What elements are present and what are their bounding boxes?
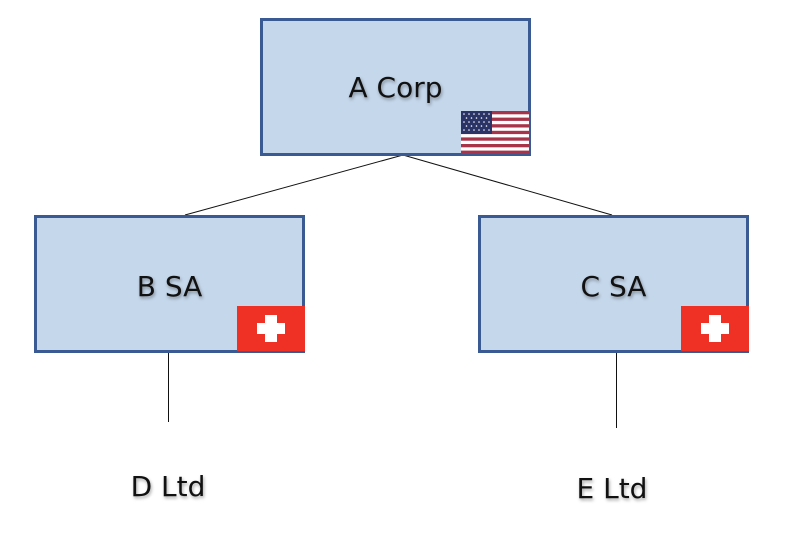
node-label: A Corp — [348, 71, 443, 104]
node-d-ltd[interactable]: D Ltd — [130, 470, 206, 503]
node-c-sa[interactable]: C SA — [478, 215, 749, 353]
swiss-flag-icon — [681, 306, 749, 351]
swiss-flag-icon — [237, 306, 305, 351]
edge-a-b — [184, 154, 404, 216]
node-b-sa[interactable]: B SA — [34, 215, 305, 353]
node-label: C SA — [580, 270, 647, 303]
us-flag-icon — [461, 111, 529, 154]
node-label: B SA — [136, 270, 203, 303]
edge-a-c — [402, 154, 613, 216]
node-a-corp[interactable]: A Corp — [260, 18, 531, 156]
node-e-ltd[interactable]: E Ltd — [576, 472, 648, 505]
